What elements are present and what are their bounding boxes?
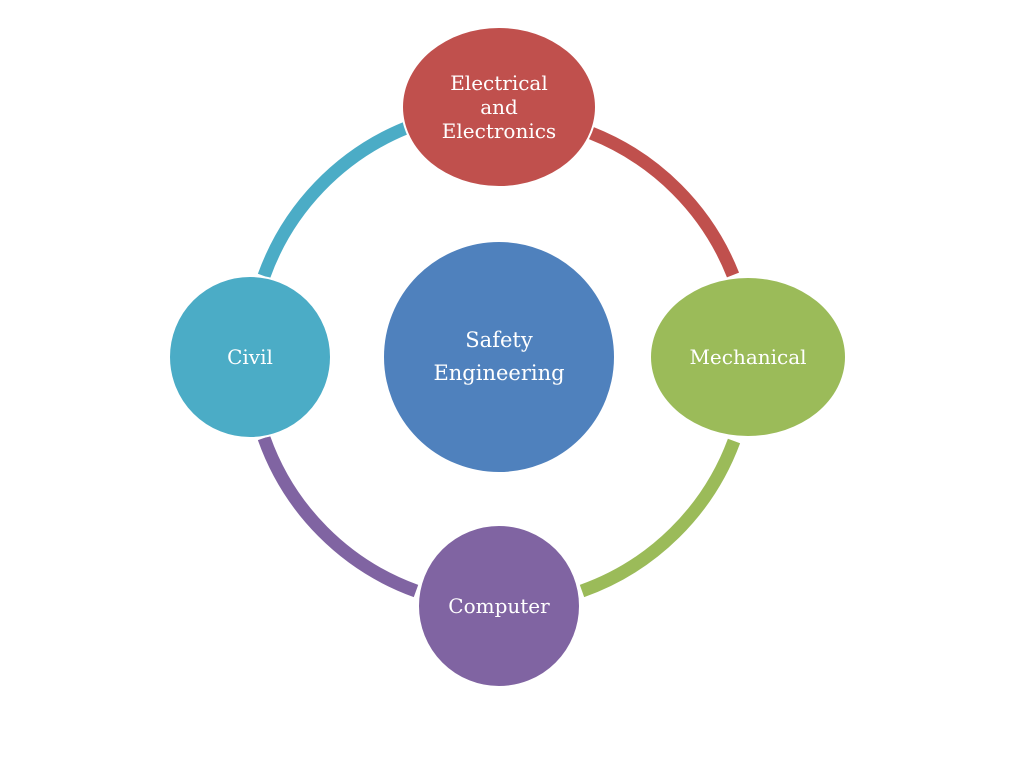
- node-civil: Civil: [168, 275, 332, 439]
- node-electrical-label: Electrical and Electronics: [441, 71, 557, 143]
- arc-left-to-top: [257, 121, 409, 279]
- arc-right-to-bottom: [579, 438, 741, 598]
- center-node-safety-engineering: Safety Engineering: [382, 240, 616, 474]
- node-computer: Computer: [417, 524, 581, 688]
- node-electrical-and-electronics: Electrical and Electronics: [401, 26, 597, 188]
- center-node-label: Safety Engineering: [433, 328, 565, 385]
- node-mechanical: Mechanical: [649, 276, 847, 438]
- node-civil-label: Civil: [227, 345, 273, 369]
- node-mechanical-label: Mechanical: [689, 345, 807, 369]
- arc-bottom-to-left: [257, 435, 419, 598]
- arc-top-to-right: [588, 126, 740, 278]
- node-computer-label: Computer: [448, 594, 550, 618]
